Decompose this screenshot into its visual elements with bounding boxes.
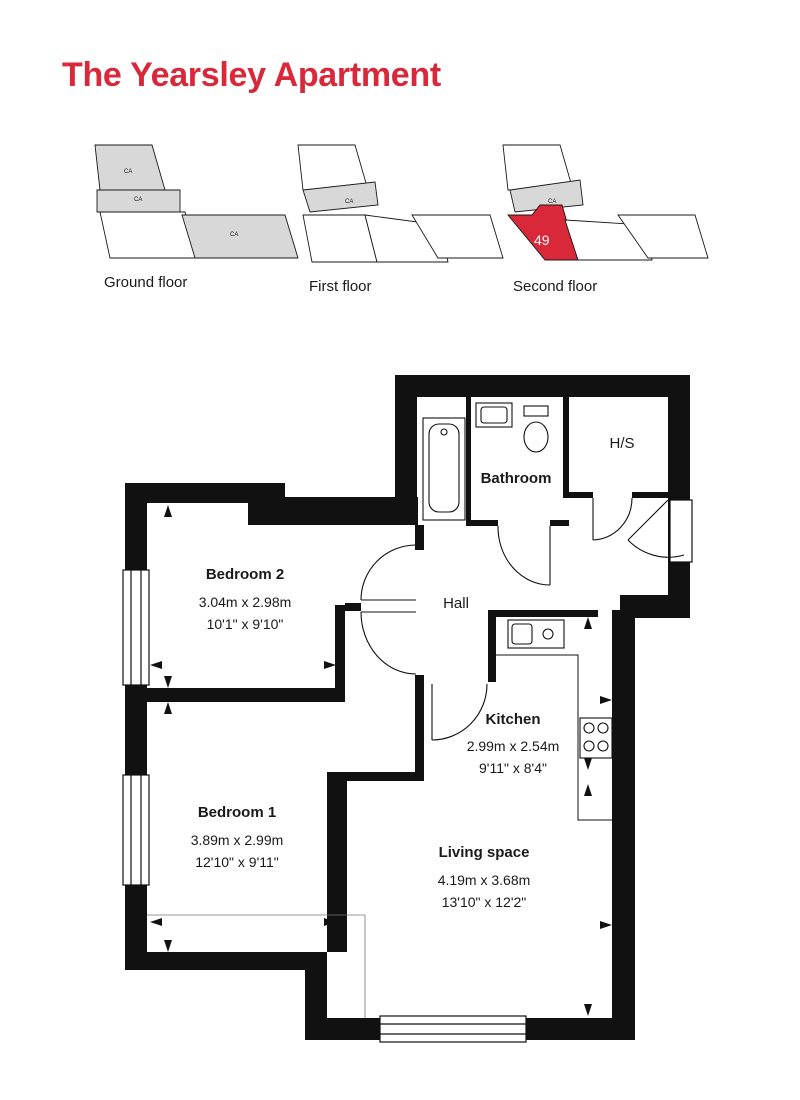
fixtures [422,402,613,759]
alcove-lines [147,914,366,1018]
keyplan-ground-ca-3: CA [230,232,238,238]
bedroom1-imperial: 12'10" x 9'11" [195,854,279,870]
hs-name: H/S [609,435,634,452]
keyplan-ground-ca-2: CA [134,197,142,203]
keyplan-second-unit-highlight [507,204,579,261]
window-living [379,1015,527,1043]
room-labels: Bathroom H/S Hall Bedroom 2 3.04m x 2.98… [191,435,635,910]
bedroom2-name: Bedroom 2 [206,566,284,583]
window-bedroom-2 [122,569,150,686]
bathroom-name: Bathroom [481,470,552,487]
keyplan-ground-wing [181,214,299,259]
window-bedroom-1 [122,774,150,886]
keyplan-ground: CA CA CA [94,144,299,259]
keyplan-second-ca: CA [548,199,556,205]
hall-name: Hall [443,595,469,612]
toilet [523,405,549,417]
interior-walls [147,395,670,952]
living-name: Living space [439,844,530,861]
keyplan-first: CA [297,144,504,263]
bedroom1-name: Bedroom 1 [198,804,276,821]
kitchen-name: Kitchen [485,711,540,728]
window-hs [669,499,693,563]
keyplan-second-wing [617,214,709,259]
bedroom2-imperial: 10'1" x 9'10" [207,616,284,632]
first-floor-label: First floor [309,278,372,295]
kitchen-worktop [496,654,612,821]
measurement-arrows [150,505,612,1016]
keyplan-second: CA 49 [502,144,709,261]
hob [579,717,613,759]
keyplan-second-core [509,179,584,213]
bedroom1-metric: 3.89m x 2.99m [191,832,284,848]
living-metric: 4.19m x 3.68m [438,872,531,888]
key-plans: CA CA CA CA CA 49 [94,144,709,263]
keyplan-first-core [302,181,379,213]
keyplan-first-wing [411,214,504,259]
keyplan-ground-ca-1: CA [124,169,132,175]
living-imperial: 13'10" x 12'2" [442,894,527,910]
unit-number: 49 [534,232,550,248]
ground-floor-label: Ground floor [104,274,188,291]
exterior-walls [125,375,690,1040]
keyplan-first-ca: CA [345,199,353,205]
kitchen-imperial: 9'11" x 8'4" [479,760,547,776]
windows [122,499,693,1043]
bedroom2-metric: 3.04m x 2.98m [199,594,292,610]
page-title: The Yearsley Apartment [62,56,441,94]
second-floor-label: Second floor [513,278,598,295]
doors [360,497,685,741]
kitchen-metric: 2.99m x 2.54m [467,738,560,754]
